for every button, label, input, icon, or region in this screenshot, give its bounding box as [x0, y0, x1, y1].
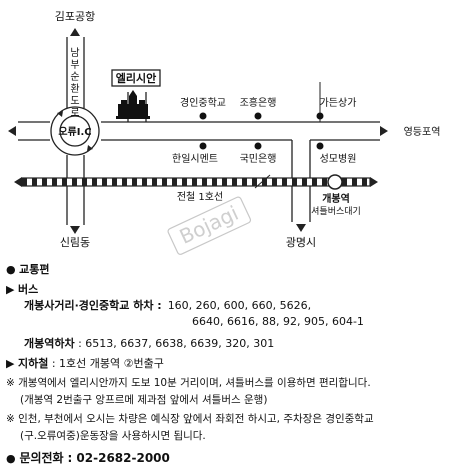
- svg-text:순: 순: [70, 71, 79, 83]
- ellysian-label: 엘리시안: [116, 71, 156, 85]
- arrow-up-icon: [70, 28, 80, 36]
- arrow-right-icon: [370, 177, 378, 187]
- label-line1: 전철 1호선: [177, 191, 223, 203]
- label-kookmin-bank: 국민은행: [240, 153, 277, 165]
- bus-stop-1-routes: 6640, 6616, 88, 92, 905, 604-1: [192, 315, 364, 328]
- ellysian-building-icon: [116, 90, 150, 119]
- bus-heading: ▶ 버스: [6, 283, 39, 296]
- triangle-right-icon: ▶: [6, 357, 15, 370]
- arrow-left-icon: [8, 126, 16, 136]
- arrow-down-icon: [296, 224, 306, 232]
- arrow-right-icon: [380, 126, 388, 136]
- station-icon: [327, 174, 343, 190]
- label-oryu-ic: 오류I.C: [58, 126, 91, 138]
- note-1-line-1: ※ 개봉역에서 엘리시안까지 도보 10분 거리이며, 셔틀버스를 이용하면 편…: [6, 377, 371, 389]
- label-shuttle-stop: 셔틀버스대기: [311, 206, 361, 217]
- note-2-line-1: ※ 인천, 부천에서 오시는 차량은 예식장 앞에서 좌회전 하시고, 주차장은…: [6, 413, 374, 425]
- landmark-dot-icon: [254, 112, 262, 120]
- label-gaebong-station: 개봉역: [322, 192, 350, 205]
- label-choheung-bank: 조흥은행: [240, 96, 277, 109]
- label-gadeun-sangga: 가든상가: [320, 97, 357, 109]
- label-seongmo-hospital: 성모병원: [320, 153, 357, 165]
- label-sillim: 신림동: [60, 236, 90, 249]
- label-yeongdeungpo: 영등포역: [404, 126, 441, 138]
- label-gyeongin-mid-school: 경인중학교: [180, 96, 226, 109]
- svg-text:남: 남: [70, 47, 79, 59]
- oryu-ic-inner: [59, 115, 91, 147]
- landmark-dot-icon: [199, 142, 207, 150]
- arrow-left-icon: [14, 177, 22, 187]
- landmark-dot-icon: [316, 112, 324, 120]
- info-section: ● 교통편 ▶ 버스 개봉사거리·경인중학교 하차 :160, 260, 600…: [0, 255, 450, 474]
- landmark-dot-icon: [199, 112, 207, 120]
- bullet-icon: ●: [6, 452, 16, 465]
- landmark-dot-icon: [254, 142, 262, 150]
- landmark-dot-icon: [316, 142, 324, 150]
- bullet-icon: ●: [6, 263, 16, 276]
- subway-line: ▶ 지하철 : 1호선 개봉역 ②번출구: [6, 357, 164, 370]
- note-1-line-2: (개봉역 2번출구 앙프르메 제과점 앞에서 셔틀버스 운행): [20, 394, 268, 406]
- label-gwangmyeong: 광명시: [286, 236, 316, 249]
- roundabout-arrow-icon: [87, 145, 93, 151]
- svg-text:도: 도: [70, 96, 79, 107]
- svg-text:환: 환: [70, 83, 79, 95]
- label-nambusunhwan-road: 남 부 순 환 도 로: [70, 47, 79, 119]
- svg-text:부: 부: [70, 60, 79, 71]
- crossing-mark: [254, 174, 271, 189]
- label-hanil-cement: 한일시멘트: [172, 153, 218, 165]
- bus-stop-2: 개봉역하차 : 6513, 6637, 6638, 6639, 320, 301: [24, 337, 275, 350]
- triangle-right-icon: ▶: [6, 283, 15, 296]
- roundabout-arrow-icon: [57, 111, 63, 117]
- watermark: Bojagi: [167, 196, 252, 255]
- bus-stop-1: 개봉사거리·경인중학교 하차 :160, 260, 600, 660, 5626…: [24, 299, 312, 312]
- location-map: 엘리시안 김포공항 남 부 순 환 도 로 오류I.C 경인중학교 조흥은행 가…: [8, 10, 441, 255]
- note-2-line-2: (구.오류여중)운동장을 사용하시면 됩니다.: [20, 430, 206, 442]
- arrow-down-icon: [70, 226, 80, 234]
- ellysian-label-box: [111, 69, 161, 87]
- phone-line: ● 문의전화 : 02-2682-2000: [6, 451, 170, 465]
- svg-text:로: 로: [70, 108, 79, 119]
- transport-heading: ● 교통편: [6, 263, 50, 276]
- label-gimpo-airport: 김포공항: [55, 10, 95, 23]
